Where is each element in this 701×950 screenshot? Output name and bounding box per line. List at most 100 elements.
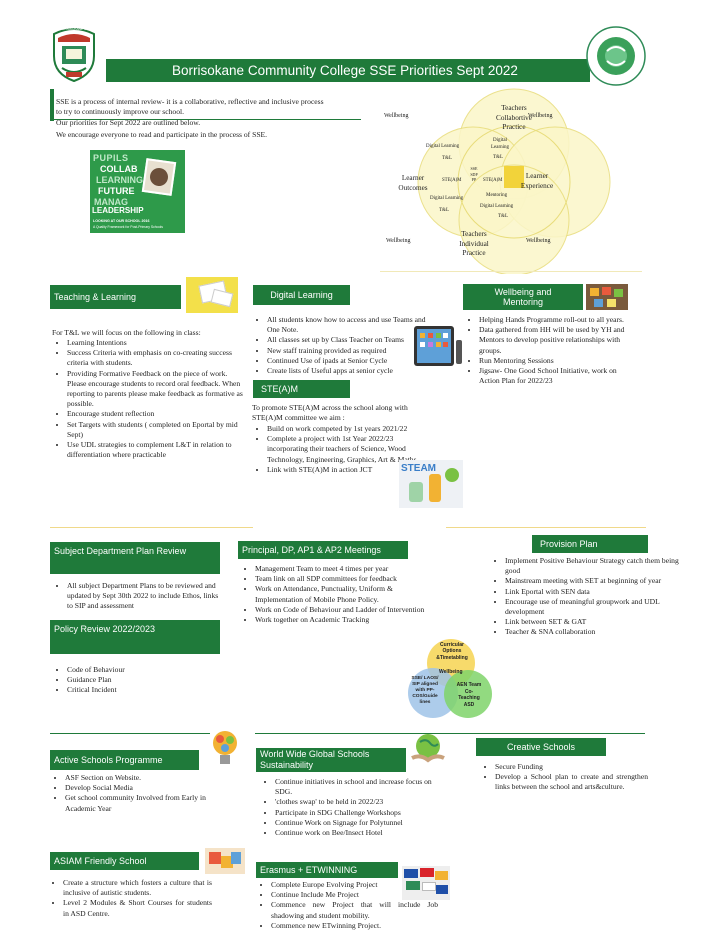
list-item: Learning Intentions	[67, 338, 244, 348]
cover-photo	[141, 158, 177, 196]
list-item: Implement Positive Behaviour Strategy ca…	[505, 556, 692, 576]
steam-list: Build on work competed by 1st years 2021…	[254, 424, 422, 475]
list-item: Management Team to meet 4 times per year	[255, 564, 432, 574]
page-title: Borrisokane Community College SSE Priori…	[172, 63, 518, 78]
list-item: Providing Formative Feedback on the piec…	[67, 369, 244, 410]
title-banner	[106, 59, 590, 82]
section-divider	[255, 733, 480, 734]
section-divider	[480, 733, 645, 734]
list-item: Create a structure which fosters a cultu…	[63, 878, 212, 898]
erasmus-heading: Erasmus + ETWINNING	[256, 862, 398, 878]
venn-dl: Digital Learning	[480, 204, 514, 209]
venn-wellbeing: Wellbeing	[384, 113, 409, 119]
lightbulb-icon	[210, 728, 240, 770]
list-item: Set Targets with students ( completed on…	[67, 420, 244, 440]
intro-text: SSE is a process of internal review- it …	[56, 97, 374, 140]
cover-word: LEARNING	[96, 175, 143, 185]
active-list: ASF Section on Website. Develop Social M…	[52, 773, 207, 814]
list-item: Guidance Plan	[67, 675, 214, 685]
list-item: Success Criteria with emphasis on co-cre…	[67, 348, 244, 368]
subject-list: All subject Department Plans to be revie…	[54, 581, 226, 612]
list-item: Mainstream meeting with SET at beginning…	[505, 576, 692, 586]
teaching-list: Learning Intentions Success Criteria wit…	[54, 338, 244, 460]
venn-tl: T&L	[498, 214, 508, 219]
section-divider	[446, 527, 646, 528]
creative-list: Secure Funding Develop a School plan to …	[482, 762, 648, 793]
cover-footer: LOOKING AT OUR SCHOOL 2016	[93, 219, 150, 223]
creative-heading: Creative Schools	[476, 738, 606, 756]
cover-word: COLLAB	[100, 164, 138, 174]
venn-steam: STE(A)M	[442, 178, 462, 183]
list-item: Helping Hands Programme roll-out to all …	[479, 315, 636, 325]
list-item: Data gathered from HH will be used by YH…	[479, 325, 636, 356]
cover-footer: A Quality Framework for Post-Primary Sch…	[93, 225, 163, 229]
policy-list: Code of Behaviour Guidance Plan Critical…	[54, 665, 214, 696]
policy-heading: Policy Review 2022/2023	[50, 620, 220, 654]
intro-rule-top	[50, 89, 54, 121]
list-item: Team link on all SDP committees for feed…	[255, 574, 432, 584]
list-item: Continue work on Bee/Insect Hotel	[275, 828, 434, 838]
steam-heading: STE(A)M	[253, 380, 350, 398]
venn-dl: Digital Learning	[426, 144, 460, 149]
list-item: ASF Section on Website.	[65, 773, 207, 783]
list-item: Level 2 Modules & Short Courses for stud…	[63, 898, 212, 918]
venn-tl: T&L	[493, 155, 503, 160]
principal-list: Management Team to meet 4 times per year…	[242, 564, 432, 625]
provision-list: Implement Positive Behaviour Strategy ca…	[492, 556, 692, 638]
wellbeing-list: Helping Hands Programme roll-out to all …	[466, 315, 636, 386]
asiam-heading: ASIAM Friendly School	[50, 852, 199, 870]
list-item: Teacher & SNA collaboration	[505, 627, 692, 637]
list-item: All subject Department Plans to be revie…	[67, 581, 226, 612]
list-item: Commence new ETwinning Project.	[271, 921, 438, 931]
list-item: Continued Use of ipads at Senior Cycle	[267, 356, 430, 366]
puzzle-hands-image	[205, 848, 245, 874]
list-item: Complete a project with 1st Year 2022/23…	[267, 434, 422, 465]
list-item: New staff training provided as required	[267, 346, 430, 356]
venn-steam: STE(A)M	[483, 178, 503, 183]
cover-word: LEADERSHIP	[92, 206, 144, 215]
school-crest	[48, 26, 100, 83]
list-item: Work on Attendance, Punctuality, Uniform…	[255, 584, 432, 604]
cover-word: FUTURE	[98, 186, 135, 196]
steam-badge: STEAM	[401, 463, 436, 474]
intro-line: Our priorities for Sept 2022 are outline…	[56, 118, 201, 128]
venn3-wellbeing: Wellbeing	[439, 669, 463, 675]
list-item: All classes set up by Class Teacher on T…	[267, 335, 430, 345]
digital-heading: Digital Learning	[253, 285, 350, 305]
list-item: Run Mentoring Sessions	[479, 356, 636, 366]
globe-hands-image	[408, 728, 448, 768]
list-item: Develop a School plan to create and stre…	[495, 772, 648, 792]
flags-image	[402, 866, 450, 900]
list-item: Work together on Academic Tracking	[255, 615, 432, 625]
list-item: Link with STE(A)M in action JCT	[267, 465, 422, 475]
list-item: Participate in SDG Challenge Workshops	[275, 808, 434, 818]
steam-image: STEAM	[399, 460, 463, 508]
erasmus-list: Complete Europe Evolving Project Continu…	[258, 880, 438, 931]
list-item: Develop Social Media	[65, 783, 207, 793]
venn-wellbeing: Wellbeing	[386, 238, 411, 244]
teaching-heading: Teaching & Learning	[50, 285, 181, 309]
steam-intro: To promote STE(A)M across the school alo…	[252, 403, 408, 423]
global-list: Continue initiatives in school and incre…	[262, 777, 434, 838]
venn-wellbeing: Wellbeing	[526, 238, 551, 244]
provision-heading: Provision Plan	[532, 535, 648, 553]
list-item: Continue initiatives in school and incre…	[275, 777, 434, 797]
list-item: Encourage student reflection	[67, 409, 244, 419]
asiam-list: Create a structure which fosters a cultu…	[50, 878, 212, 919]
crest-text: BORRISOKANE C.C.	[59, 27, 91, 31]
list-item: 'clothes swap' to be held in 2022/23	[275, 797, 434, 807]
list-item: Link Eportal with SEN data	[505, 587, 692, 597]
intro-rule-bottom	[50, 119, 361, 120]
list-item: Get school community Involved from Early…	[65, 793, 207, 813]
principal-heading: Principal, DP, AP1 & AP2 Meetings	[238, 541, 408, 559]
